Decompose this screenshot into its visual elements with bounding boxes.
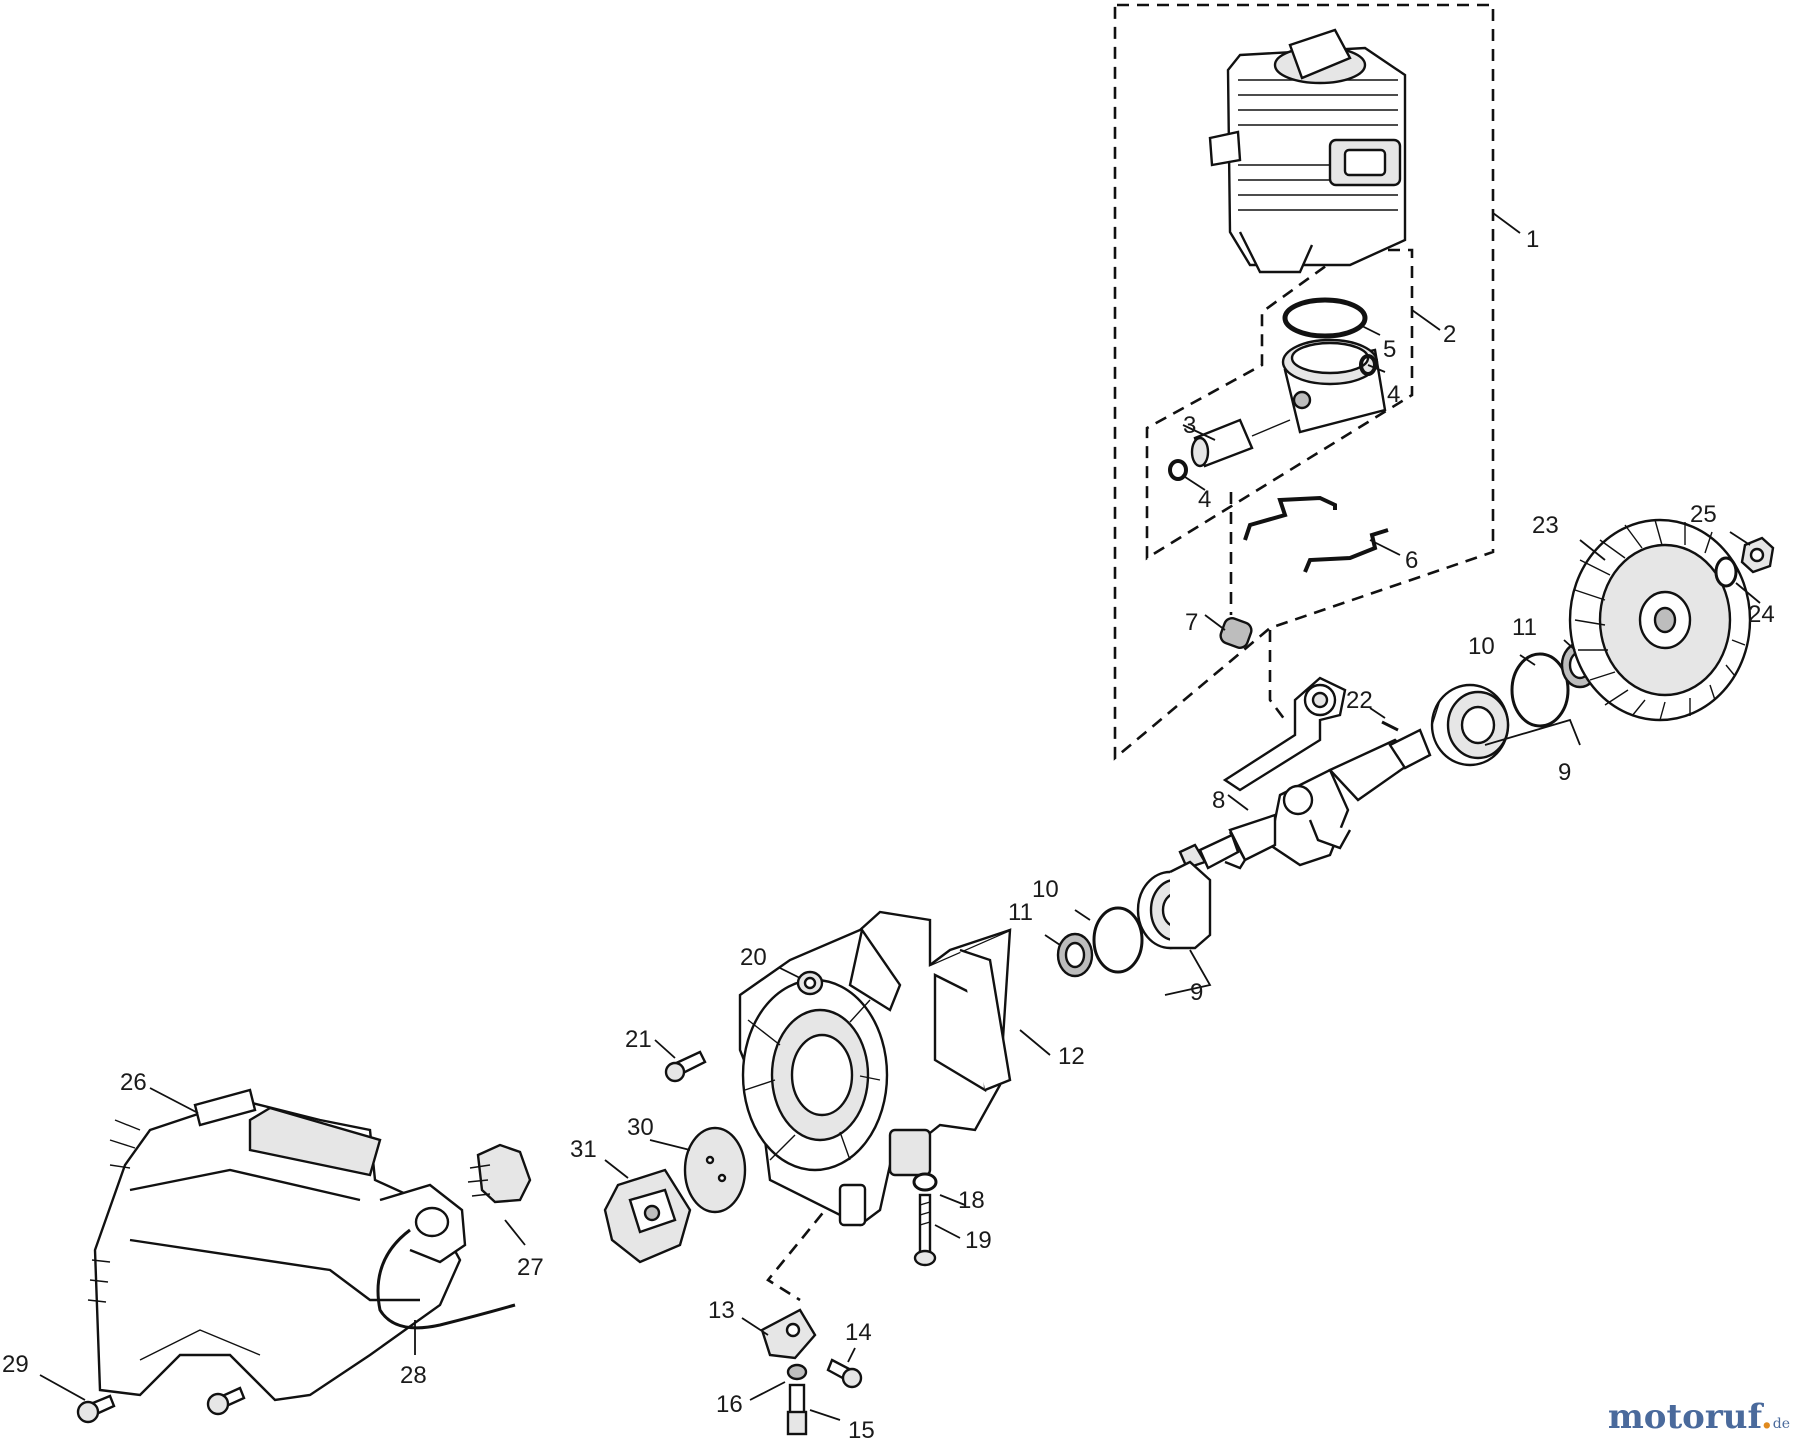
washer-18-part (912, 1172, 938, 1192)
circlip-left-part (1168, 459, 1188, 481)
shim-ring-right-part (1510, 652, 1570, 728)
fuel-line-part (376, 1228, 516, 1330)
part-label-1: 1 (1526, 226, 1539, 253)
part-label-3: 3 (1183, 412, 1196, 439)
part-labels: 1 2 3 4 4 5 6 7 8 9 9 10 10 11 11 12 13 … (2, 226, 1775, 1443)
bolt-15-part (786, 1383, 808, 1436)
primer-bulb-part (467, 1143, 532, 1204)
screw-14-part (826, 1358, 863, 1389)
watermark-tld: de (1772, 1416, 1790, 1432)
part-label-19: 19 (965, 1227, 992, 1254)
clutch-plate-part (683, 1126, 747, 1214)
screw-21-part (664, 1050, 707, 1083)
washer-part (1714, 556, 1738, 588)
crankcase-part (738, 910, 1012, 1227)
part-label-8: 8 (1212, 787, 1225, 814)
cylinder-kit-dashed-box (1113, 3, 1495, 761)
bolt-19-part (913, 1193, 937, 1267)
handle-bracket-part (760, 1308, 817, 1360)
screw-29b-part (206, 1386, 246, 1416)
part-label-4b: 4 (1198, 486, 1211, 513)
part-label-7: 7 (1185, 609, 1198, 636)
bearing-right-part (1430, 683, 1510, 767)
crankshaft-part (1178, 676, 1432, 870)
circlip-right-part (1359, 354, 1377, 376)
part-label-20: 20 (740, 944, 767, 971)
part-label-18: 18 (958, 1187, 985, 1214)
leader-lines (39, 212, 1761, 1421)
shim-ring-left-part (1092, 906, 1144, 974)
part-label-4a: 4 (1387, 381, 1400, 408)
part-label-23: 23 (1532, 512, 1559, 539)
part-label-29: 29 (2, 1351, 29, 1378)
handle-dashed-leader (766, 1197, 837, 1302)
part-label-25: 25 (1690, 501, 1717, 528)
piston-ring-part (1282, 297, 1368, 339)
part-label-13: 13 (708, 1297, 735, 1324)
part-label-10b: 10 (1032, 876, 1059, 903)
part-label-21: 21 (625, 1026, 652, 1053)
part-label-26: 26 (120, 1069, 147, 1096)
clip-lower-part (1303, 528, 1389, 573)
part-label-10a: 10 (1468, 633, 1495, 660)
piston-pin-part (1190, 418, 1291, 468)
watermark-brand: motoruf (1607, 1397, 1761, 1437)
bearing-left-part (1136, 860, 1212, 950)
part-label-2: 2 (1443, 321, 1456, 348)
nut-part (1740, 536, 1775, 574)
piston-part (1281, 338, 1387, 434)
seal-washer-part (796, 970, 824, 996)
clip-upper-part (1243, 495, 1337, 541)
fuel-tank-part (87, 1088, 467, 1402)
part-label-30: 30 (627, 1114, 654, 1141)
bearing-dashed-leader (1229, 492, 1287, 721)
part-label-24: 24 (1748, 601, 1775, 628)
screw-29a-part (76, 1394, 116, 1424)
part-label-27: 27 (517, 1254, 544, 1281)
part-label-11b: 11 (1008, 899, 1033, 926)
piston-kit-dashed-box (1145, 248, 1414, 561)
clutch-part (603, 1168, 692, 1264)
part-label-9a: 9 (1558, 759, 1571, 786)
watermark-dot: . (1760, 1397, 1773, 1437)
nut-16-part (786, 1363, 808, 1381)
key-part (1381, 720, 1399, 732)
part-label-11a: 11 (1512, 614, 1537, 641)
flywheel-part (1568, 518, 1752, 722)
oil-seal-left-part (1056, 932, 1094, 978)
part-label-6: 6 (1405, 547, 1418, 574)
part-label-22: 22 (1346, 687, 1373, 714)
part-label-15: 15 (848, 1417, 875, 1443)
watermark-logo: motoruf.de (1608, 1397, 1790, 1437)
part-label-14: 14 (845, 1319, 872, 1346)
cylinder-part (1208, 28, 1407, 274)
part-label-16: 16 (716, 1391, 743, 1418)
part-label-5: 5 (1383, 336, 1396, 363)
part-label-28: 28 (400, 1362, 427, 1389)
part-label-12: 12 (1058, 1043, 1085, 1070)
part-label-31: 31 (570, 1136, 597, 1163)
part-label-9b: 9 (1190, 979, 1203, 1006)
